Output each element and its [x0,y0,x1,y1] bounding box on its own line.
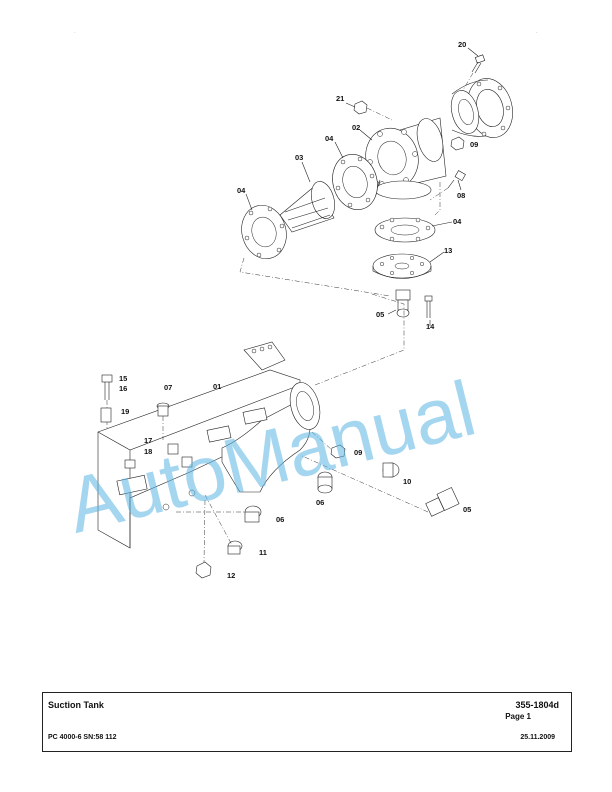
part-09-nut-lower [311,431,346,459]
part-01-suction-tank [97,341,321,549]
part-04-gasket-right [374,217,436,243]
document-title: Suction Tank [48,700,104,710]
callout-11: 11 [259,548,267,557]
part-05-fitting-lower [299,454,460,517]
callout-05-lower: 05 [463,505,471,514]
callout-18: 18 [144,447,152,456]
callout-06-lower: 06 [276,515,284,524]
page-number: Page 1 [505,712,531,721]
part-20-bolt [459,54,486,96]
callout-19: 19 [121,407,129,416]
callout-03: 03 [295,153,303,162]
part-11-plug [204,494,243,555]
callout-09-lower: 09 [354,448,362,457]
corner-mark: · [536,30,538,36]
callout-16: 16 [119,384,127,393]
part-12-nut [195,499,212,579]
part-21-nut [353,100,393,121]
document-number: 355-1804d [515,700,559,710]
part-05-fitting-upper [395,289,411,318]
part-07-plug [156,402,170,440]
part-19-spacer [100,407,112,423]
callout-04-middle: 04 [325,134,334,143]
machine-model: PC 4000-6 SN:58 112 [48,734,117,741]
assembly-lines-upper [239,182,441,386]
callout-09-upper: 09 [470,140,478,149]
callout-08: 08 [457,191,465,200]
callout-20: 20 [458,40,466,49]
callout-07: 07 [164,383,172,392]
corner-mark: · [74,30,76,36]
part-06-plug-upper [317,471,333,494]
part-08-bolt [429,170,466,201]
part-02-tee-pipe [365,117,447,200]
callout-04-left: 04 [237,186,246,195]
part-10-fitting [382,462,400,478]
part-03-strainer-cone [261,181,336,233]
callout-01: 01 [213,382,221,391]
callout-15: 15 [119,374,127,383]
callout-06-upper: 06 [316,498,324,507]
part-04-gasket-middle [332,154,378,210]
callout-02: 02 [352,123,360,132]
title-block: Suction Tank 355-1804d Page 1 PC 4000-6 … [42,692,572,752]
callout-17: 17 [144,436,152,445]
part-13-flange [372,253,432,279]
callout-05-upper: 05 [376,310,384,319]
callout-10: 10 [403,477,411,486]
callout-12: 12 [227,571,235,580]
callout-21: 21 [336,94,344,103]
part-right-flange-pipe [450,78,513,138]
callout-14: 14 [426,322,435,331]
callout-13: 13 [444,246,452,255]
part-06-plug-lower [176,505,262,523]
part-09-nut-upper [450,136,465,151]
callout-04-right: 04 [453,217,462,226]
leader-lines [245,47,479,326]
part-04-gasket-left [241,205,287,259]
part-17-18-plug [124,459,136,469]
document-date: 25.11.2009 [520,734,555,741]
part-14-bolt [424,295,433,318]
